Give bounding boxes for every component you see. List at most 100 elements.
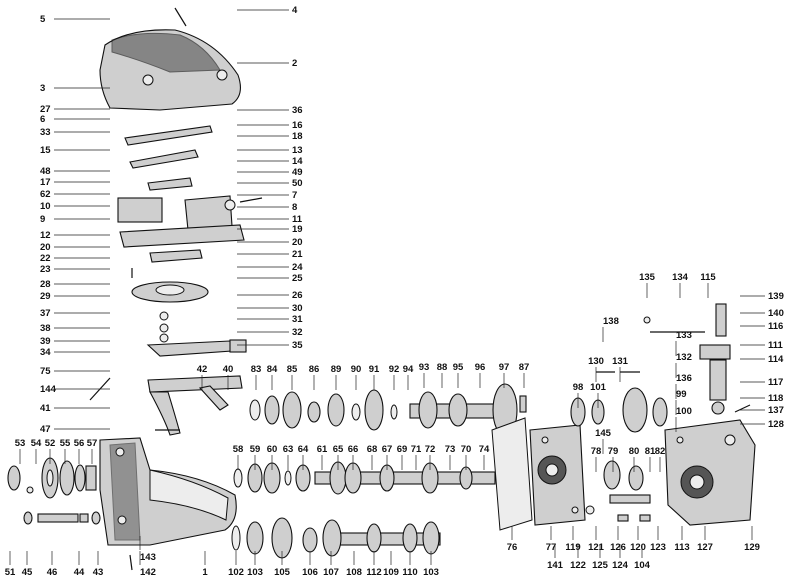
- part-callout: 18: [237, 131, 303, 142]
- part-number-99: 99: [676, 389, 687, 400]
- lower-gear-row: [233, 461, 496, 495]
- part-callout: 99: [675, 389, 687, 415]
- part-number-83: 83: [251, 364, 262, 375]
- part-callout: 28: [40, 279, 110, 290]
- part-callout: 100: [675, 406, 692, 432]
- part-number-60: 60: [267, 444, 278, 455]
- part-number-109: 109: [383, 567, 399, 578]
- part-number-20: 20: [40, 242, 51, 253]
- part-number-102: 102: [228, 567, 244, 578]
- part-number-136: 136: [676, 373, 692, 384]
- part-callout: 142: [139, 551, 156, 578]
- part-number-142: 142: [140, 567, 156, 578]
- part-callout: 56: [74, 438, 84, 464]
- part-number-55: 55: [60, 438, 71, 449]
- part-callout: 115: [700, 272, 716, 298]
- part-callout: 98: [573, 382, 583, 408]
- part-callout: 71: [411, 444, 422, 470]
- part-callout: 6: [40, 114, 110, 125]
- part-number-67: 67: [382, 444, 393, 455]
- part-callout: 7: [237, 190, 297, 201]
- part-number-28: 28: [40, 279, 51, 290]
- part-number-4: 4: [292, 5, 298, 16]
- part-number-40: 40: [223, 364, 234, 375]
- part-callout: 67: [382, 444, 393, 470]
- part-callout: 85: [287, 364, 298, 390]
- part-number-74: 74: [479, 444, 490, 455]
- part-callout: 118: [740, 393, 783, 404]
- part-callout: 48: [40, 166, 110, 177]
- part-number-11: 11: [292, 214, 303, 225]
- part-number-52: 52: [45, 438, 56, 449]
- part-number-39: 39: [40, 336, 51, 347]
- part-number-100: 100: [676, 406, 692, 417]
- part-number-124: 124: [612, 560, 629, 571]
- part-callout: 2: [237, 58, 297, 69]
- part-number-61: 61: [317, 444, 328, 455]
- part-number-94: 94: [403, 364, 414, 375]
- part-callout: 74: [479, 444, 490, 470]
- part-callout: 120: [630, 526, 646, 553]
- part-number-133: 133: [676, 330, 692, 341]
- part-number-126: 126: [610, 542, 626, 553]
- shift-lever-stack: [117, 125, 263, 357]
- part-number-103: 103: [423, 567, 439, 578]
- part-callout: 55: [60, 438, 71, 464]
- part-callout: 41: [40, 403, 110, 414]
- part-callout: 20: [237, 237, 303, 248]
- part-number-21: 21: [292, 249, 303, 260]
- part-callout: 76: [507, 526, 517, 553]
- part-number-116: 116: [768, 321, 783, 332]
- part-number-57: 57: [87, 438, 98, 449]
- part-callout: 20: [40, 242, 110, 253]
- part-callout: 77: [546, 526, 556, 553]
- part-number-31: 31: [292, 314, 303, 325]
- part-number-110: 110: [402, 567, 417, 578]
- part-callout: 37: [40, 308, 110, 319]
- part-callout: 21: [237, 249, 303, 260]
- part-callout: 103: [423, 551, 439, 578]
- part-callout: 17: [40, 177, 110, 188]
- part-number-68: 68: [367, 444, 378, 455]
- part-callout: 9: [40, 214, 110, 225]
- part-callout: 95: [453, 362, 464, 388]
- part-number-33: 33: [40, 127, 51, 138]
- part-callout: 15: [40, 145, 110, 156]
- middle-housing: [491, 417, 586, 531]
- part-callout: 90: [351, 364, 361, 390]
- part-number-143: 143: [140, 552, 156, 563]
- selector-forks: [89, 375, 243, 436]
- part-number-62: 62: [40, 189, 51, 200]
- part-callout: 79: [608, 446, 618, 472]
- part-callout: 113: [674, 526, 690, 553]
- part-number-26: 26: [292, 290, 303, 301]
- part-number-38: 38: [40, 323, 51, 334]
- part-number-138: 138: [603, 316, 619, 327]
- part-number-127: 127: [697, 542, 713, 553]
- part-callout: 82: [655, 446, 665, 472]
- part-number-66: 66: [348, 444, 359, 455]
- part-callout: 126: [610, 526, 626, 553]
- part-callout: 105: [274, 551, 291, 578]
- part-number-92: 92: [389, 364, 400, 375]
- part-number-115: 115: [700, 272, 716, 283]
- part-number-140: 140: [768, 308, 784, 319]
- part-callout: 16: [237, 120, 303, 131]
- part-number-47: 47: [40, 424, 51, 435]
- part-number-43: 43: [93, 567, 104, 578]
- part-number-129: 129: [744, 542, 760, 553]
- part-callout: 88: [437, 362, 447, 388]
- part-callout: 97: [499, 362, 509, 388]
- part-number-72: 72: [425, 444, 436, 455]
- part-callout: 34: [40, 347, 110, 358]
- part-number-48: 48: [40, 166, 51, 177]
- part-callout: 109: [383, 551, 399, 578]
- part-callout: 75: [40, 366, 110, 377]
- part-callout: 32: [237, 327, 303, 338]
- part-number-103: 103: [247, 567, 263, 578]
- part-number-15: 15: [40, 145, 51, 156]
- part-number-80: 80: [629, 446, 640, 457]
- part-callout: 138: [602, 316, 619, 342]
